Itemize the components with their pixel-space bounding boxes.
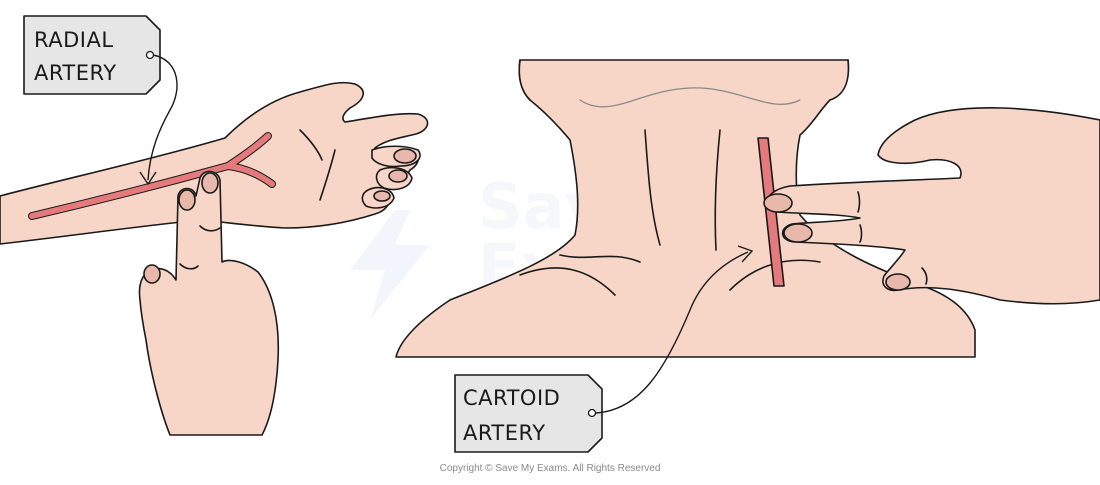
carotid-pointer-line — [595, 251, 749, 414]
checking-hand-left — [138, 170, 280, 436]
ear-right — [829, 59, 850, 101]
clavicle-notch — [559, 254, 641, 263]
carotid-tag-line-2: ARTERY — [463, 421, 546, 445]
finger-crease — [179, 225, 221, 270]
watermark-bolt-icon — [350, 210, 430, 320]
finger-nail-index — [763, 193, 793, 213]
radial-artery — [28, 132, 276, 220]
fingertip-nail-2 — [201, 172, 219, 194]
wrist-illustration — [0, 81, 429, 245]
collarbone-left — [519, 267, 616, 296]
neck-illustration — [395, 59, 976, 358]
fingernail-2 — [388, 169, 408, 183]
carotid-artery — [757, 137, 785, 287]
finger-crease-right — [857, 191, 928, 285]
ear-left — [518, 59, 531, 101]
radial-pointer-line — [147, 54, 178, 181]
carotid-pointer-arrowhead — [737, 245, 754, 263]
carotid-artery-tag: CARTOID ARTERY — [454, 374, 603, 453]
finger-nail-ring — [885, 273, 911, 291]
palm-left — [138, 170, 280, 436]
radial-artery-tag: RADIAL ARTERY — [23, 15, 161, 95]
neck-shoulders — [395, 59, 976, 358]
collarbone-right — [729, 259, 821, 291]
finger-nail-middle — [783, 223, 813, 243]
fingernail-3 — [373, 190, 391, 202]
copyright-notice: Copyright © Save My Exams. All Rights Re… — [439, 463, 661, 474]
neck-line-1 — [644, 129, 661, 246]
neck-line-2 — [714, 129, 721, 251]
radial-tag-line-2: ARTERY — [34, 61, 117, 85]
radial-tag-line-1: RADIAL — [34, 28, 114, 52]
tag-hole-icon — [145, 50, 155, 60]
checking-hand-right — [763, 107, 1100, 305]
knuckle-lines — [299, 129, 336, 201]
radial-pointer-arrowhead — [139, 171, 157, 186]
forearm — [0, 81, 429, 245]
chin-line — [579, 87, 801, 108]
fingernail-1 — [393, 148, 417, 164]
thumb-nail — [143, 264, 161, 284]
tag-hole-icon-2 — [587, 408, 597, 418]
carotid-tag-line-1: CARTOID — [463, 386, 560, 410]
fingertip-nail-1 — [178, 189, 196, 211]
